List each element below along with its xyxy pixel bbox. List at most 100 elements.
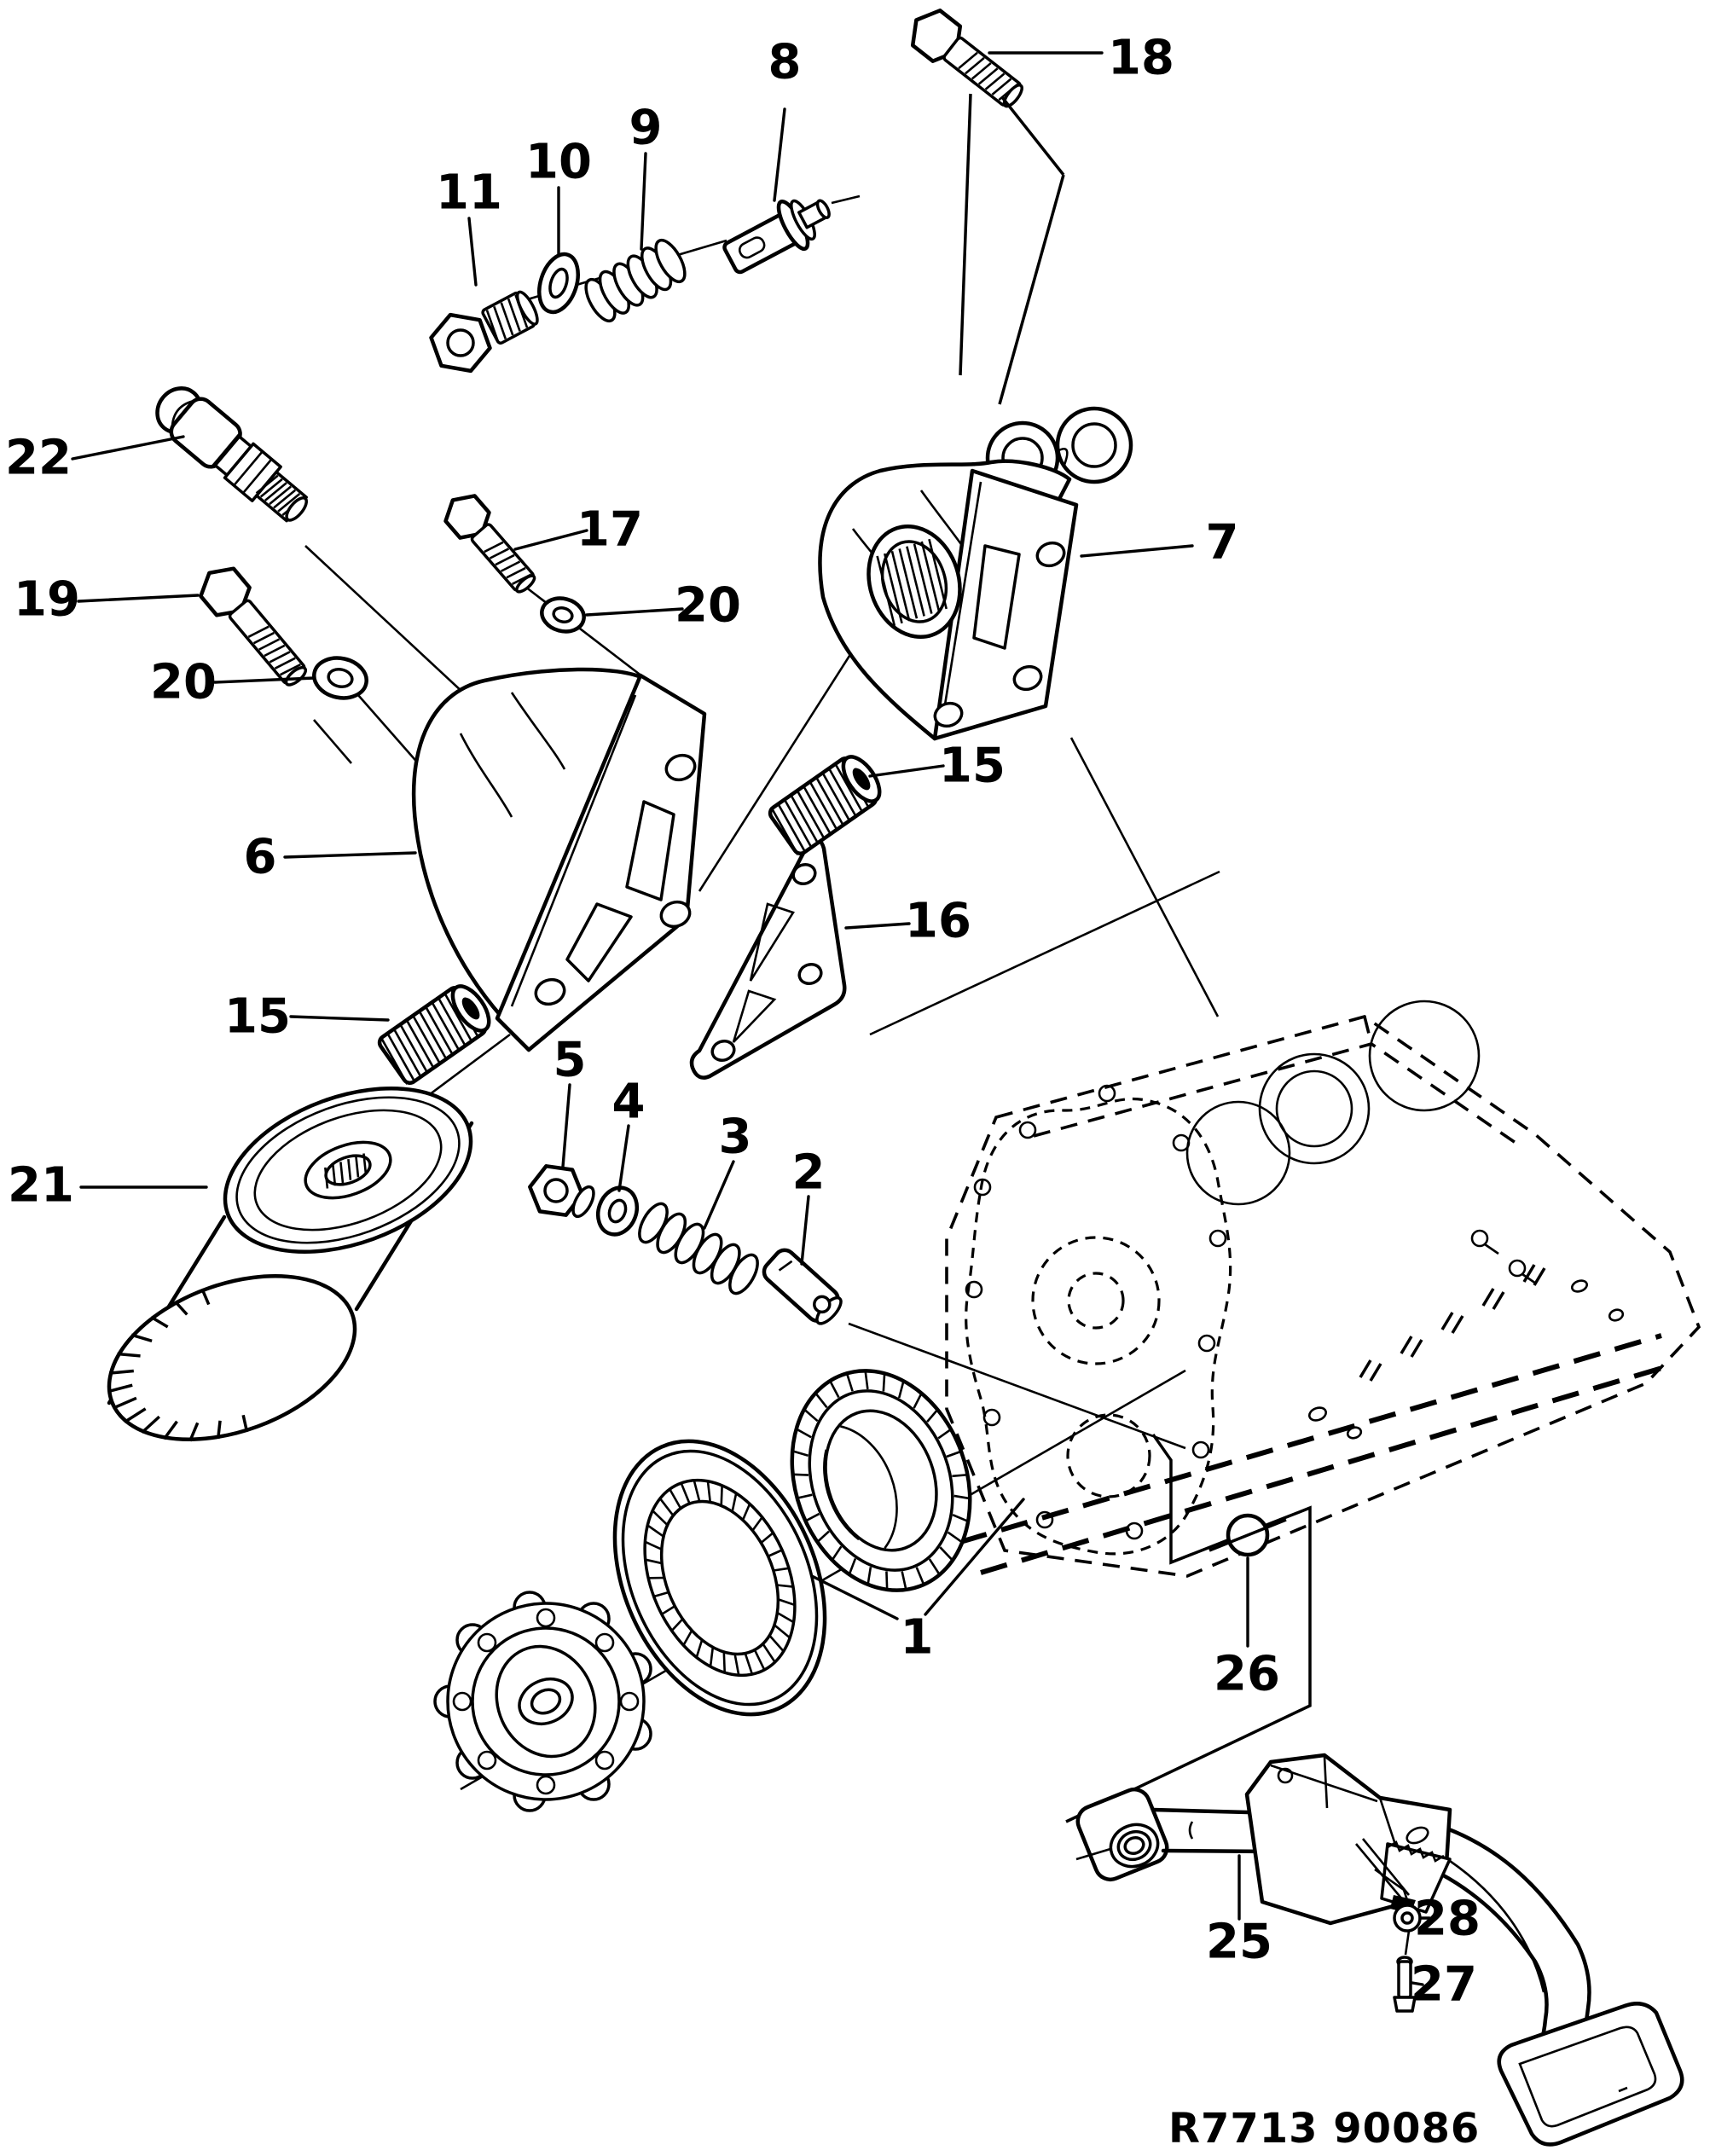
filter-flutes-shape (124, 1407, 147, 1423)
oil-pickup-tube-25 (1075, 1753, 1684, 2147)
callout-leader-part-16 (844, 922, 911, 930)
filter-flutes-shape (130, 1333, 153, 1343)
hatch-shape (380, 1039, 409, 1085)
ticks-shape (774, 1624, 791, 1639)
hatch-shape (797, 791, 825, 838)
relief-plug-11 (429, 290, 539, 374)
hatch-shape (971, 62, 992, 80)
ticks-shape (882, 1373, 886, 1392)
hatch-shape (500, 560, 521, 572)
callout-label-part-9: 9 (629, 101, 663, 156)
callout-layer: 1234567891011151516171819202021222526272… (5, 31, 1481, 2013)
hatch-shape (277, 493, 301, 513)
hatch-shape (280, 663, 301, 676)
hex-shape (199, 566, 252, 617)
ticks-shape (744, 1653, 754, 1675)
callout-leader-part-5 (561, 1083, 571, 1168)
hatch-shape (274, 657, 296, 669)
hatch-shape (264, 644, 286, 658)
hatch-shape (332, 1164, 337, 1186)
cylinder-bore (1368, 1000, 1481, 1112)
filter-flutes-shape (112, 1396, 137, 1410)
callout-label-part-7: 7 (1206, 515, 1239, 571)
dots-shape (477, 1632, 497, 1653)
callout-label-part-15l: 15 (224, 989, 291, 1045)
hatch-shape (485, 310, 500, 344)
cover-bolt-holes-shape (982, 1408, 1001, 1427)
filter-bracket-7 (818, 406, 1133, 741)
ticks-shape (885, 1571, 889, 1590)
hatch-shape (809, 782, 838, 829)
ticks-shape (829, 1380, 840, 1399)
ticks-shape (953, 1494, 971, 1500)
callout-label-part-25: 25 (1206, 1915, 1272, 1970)
ticks-shape (722, 1651, 727, 1673)
ticks-shape (831, 1545, 843, 1561)
ticks-shape (695, 1639, 704, 1658)
hatch-shape (393, 1029, 421, 1076)
ticks-shape (733, 1654, 740, 1676)
washer-10 (537, 252, 580, 315)
hatch-shape (264, 482, 287, 501)
callout-leader-part-22 (71, 435, 185, 461)
cover-bolt-holes-shape (1035, 1510, 1054, 1529)
washer-20-left (312, 656, 368, 700)
dots-shape (594, 1632, 615, 1653)
hatch-shape (406, 1021, 434, 1068)
callout-label-part-8: 8 (768, 35, 802, 90)
callout-label-part-6: 6 (244, 830, 277, 885)
dots-shape (477, 1750, 497, 1771)
cover-bolt-holes-shape (973, 1178, 992, 1197)
hatch-shape (965, 56, 985, 75)
bracket-7-threaded-port (866, 524, 962, 640)
filter-flutes-shape (150, 1315, 169, 1329)
callout-leader-part-2 (800, 1195, 810, 1266)
ticks-shape (645, 1558, 663, 1565)
ticks-shape (776, 1584, 794, 1588)
callout-label-part-22: 22 (5, 431, 72, 486)
callout-label-part-18: 18 (1108, 31, 1174, 86)
hatch-shape (484, 541, 504, 553)
hatch-shape (493, 305, 507, 339)
callout-leader-part-1 (924, 1498, 1025, 1616)
dots-shape (452, 1691, 472, 1712)
dots-shape (536, 1608, 556, 1628)
cover-bolt-holes-shape (1208, 1229, 1227, 1248)
hatch-shape (438, 999, 466, 1045)
ticks-shape (652, 1510, 669, 1527)
hatch-shape (247, 625, 270, 638)
hatch-shape (273, 489, 297, 509)
hatch-shape (958, 51, 978, 70)
ticks-shape (797, 1493, 813, 1499)
relief-spring-9 (584, 238, 687, 323)
ticks-shape (939, 1546, 953, 1562)
ticks-shape (864, 1371, 869, 1390)
ticks-shape (915, 1567, 925, 1585)
filter-bracket-6 (411, 667, 707, 1052)
hatch-shape (920, 541, 941, 612)
block-detail-ticks (1359, 1264, 1546, 1382)
hex-shape (910, 9, 963, 63)
filter-flutes-shape (141, 1415, 160, 1434)
callout-label-part-1: 1 (901, 1610, 934, 1666)
ticks-shape (791, 1450, 809, 1457)
cover-bolt-holes-shape (965, 1280, 983, 1299)
ticks-shape (669, 1488, 682, 1510)
ticks-shape (897, 1380, 905, 1399)
hatch-shape (876, 555, 896, 626)
nipple-15-left (377, 984, 491, 1086)
hatch-shape (816, 778, 843, 825)
cylinder-bore (1185, 1100, 1291, 1206)
hatch-shape (495, 553, 515, 566)
ticks-shape (792, 1473, 809, 1476)
oil-pump-cavity (1031, 1236, 1161, 1365)
hex-shape (443, 494, 491, 540)
callout-leader-part-20m (585, 607, 684, 617)
hatch-shape (387, 1034, 415, 1081)
timing-cover-outline (965, 1097, 1232, 1556)
ticks-shape (946, 1450, 962, 1458)
ticks-shape (901, 1571, 907, 1591)
bracket-6-flange (495, 673, 707, 1052)
block-small-bolts (1470, 1229, 1537, 1285)
ticks-shape (776, 1611, 795, 1624)
